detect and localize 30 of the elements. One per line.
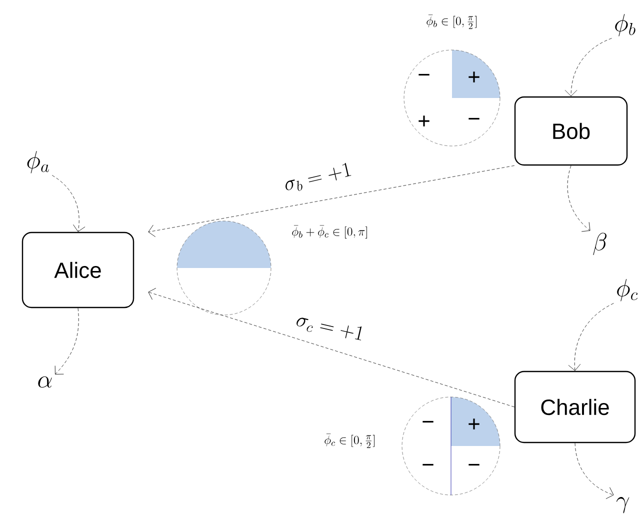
sign-label: + [468,418,480,430]
arrow [574,442,614,499]
symbol-label: $\phi_b$ [615,14,636,36]
symbol-label: $\phi_c$ [617,278,638,302]
sign-label: − [422,420,434,423]
arrow [148,288,515,408]
edge-label: $\sigma_b = +1$ [281,161,355,195]
person-box: Alice [22,232,134,308]
arrow [567,165,590,232]
arrow [52,175,86,232]
symbol-label: $\phi_a$ [27,150,49,174]
range-label: $\bar{\phi}_b + \bar{\phi}_c \in [0, \pi]$ [292,225,367,238]
sign-label: + [418,116,430,126]
sign-label: + [468,72,480,82]
person-box: Bob [514,96,628,166]
sign-label: − [468,118,480,120]
range-label: $\bar{\phi}_c \in [0, \frac{\pi}{2}]$ [324,434,374,448]
sign-label: − [418,74,430,76]
arrow [54,308,79,374]
arrow [148,165,515,237]
symbol-label: $\beta$ [593,232,607,256]
arrow [568,303,614,371]
range-label: $\bar{\phi}_b \in [0, \frac{\pi}{2}]$ [426,14,476,30]
arrow [564,38,612,96]
symbol-label: $\alpha$ [38,376,52,388]
symbol-label: $\gamma$ [616,496,630,514]
sign-label: − [422,464,434,466]
edge-label: $\sigma_c = +1$ [293,311,367,345]
sign-label: − [468,464,480,466]
person-box: Charlie [514,370,636,444]
